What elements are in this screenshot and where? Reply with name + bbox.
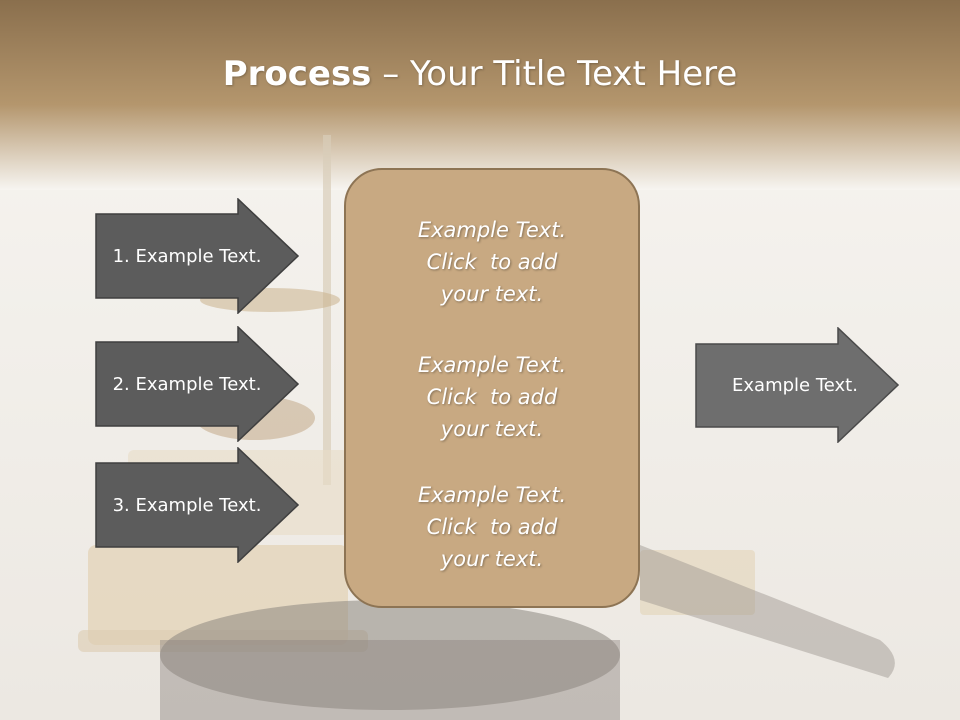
block-1-line-2: Click to add (426, 250, 558, 274)
center-content-box[interactable]: Example Text. Click to add your text. Ex… (344, 168, 640, 608)
center-text-block-2: Example Text. Click to add your text. (346, 349, 638, 445)
scale-pole-shape (323, 135, 331, 485)
block-2-line-2: Click to add (426, 385, 558, 409)
block-2-line-1: Example Text. (417, 353, 567, 377)
title-rest: – Your Title Text Here (371, 54, 738, 94)
block-1-line-1: Example Text. (417, 218, 567, 242)
left-arrow-1[interactable]: 1. Example Text. (95, 198, 299, 314)
left-arrow-3[interactable]: 3. Example Text. (95, 447, 299, 563)
right-arrow[interactable]: Example Text. (695, 327, 899, 443)
block-3-line-3: your text. (440, 547, 544, 571)
slide-title[interactable]: Process – Your Title Text Here (0, 52, 960, 96)
block-1-line-3: your text. (440, 282, 544, 306)
center-text-block-3: Example Text. Click to add your text. (346, 479, 638, 575)
left-arrow-2[interactable]: 2. Example Text. (95, 326, 299, 442)
title-bold: Process (222, 54, 372, 94)
left-arrow-3-label: 3. Example Text. (112, 494, 262, 516)
block-2-line-3: your text. (440, 417, 544, 441)
block-3-line-2: Click to add (426, 515, 558, 539)
left-arrow-1-label: 1. Example Text. (112, 245, 262, 267)
block-3-line-1: Example Text. (417, 483, 567, 507)
center-text-block-1: Example Text. Click to add your text. (346, 214, 638, 310)
left-arrow-2-label: 2. Example Text. (112, 373, 262, 395)
right-arrow-label: Example Text. (732, 374, 858, 396)
